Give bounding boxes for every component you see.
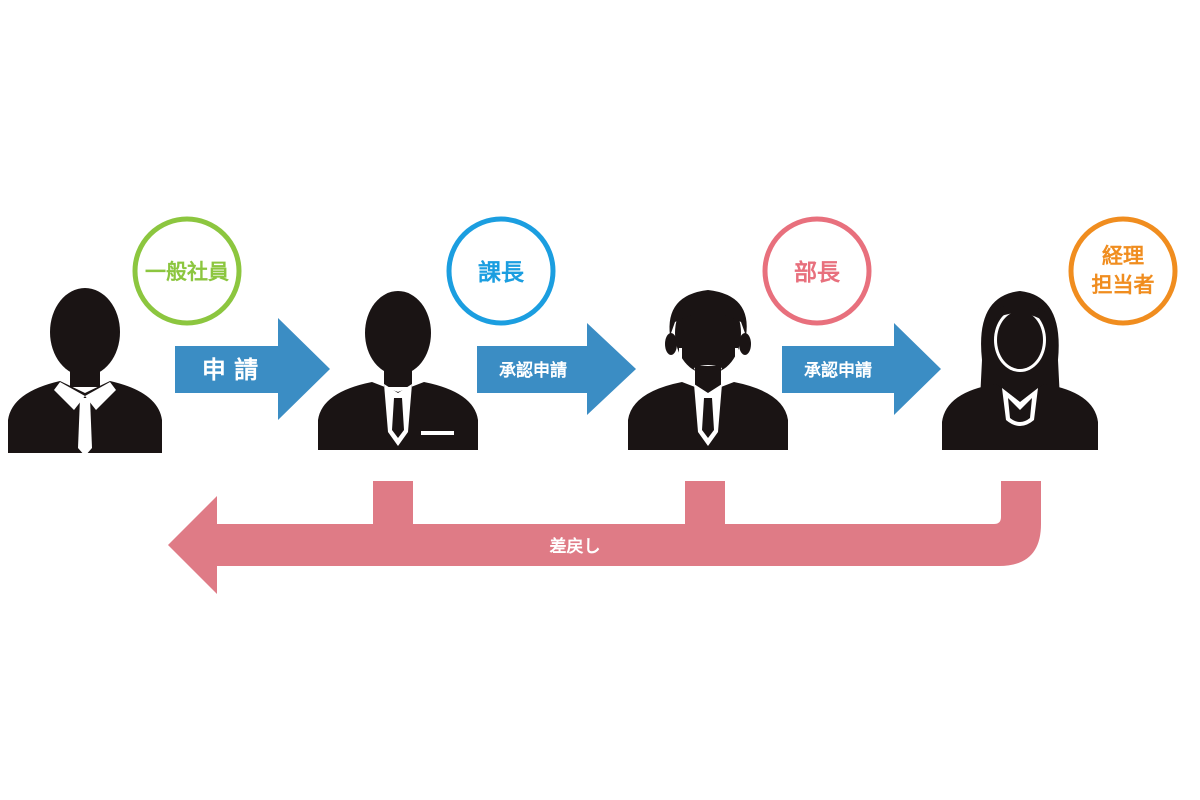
approval-request-label-1: 承認申請	[499, 360, 567, 381]
section-chief-label: 課長	[478, 259, 525, 286]
department-head-badge: 部長	[762, 216, 872, 326]
approval-request-label-2: 承認申請	[804, 360, 872, 381]
businessman-suit-icon	[318, 291, 478, 450]
approval-request-arrow-1: 承認申請	[477, 323, 636, 415]
businesswoman-icon	[942, 291, 1098, 450]
approval-request-arrow-2: 承認申請	[782, 323, 941, 415]
accounting-badge: 経理 担当者	[1068, 216, 1178, 326]
section-chief-badge: 課長	[446, 216, 556, 326]
employee-label: 一般社員	[145, 260, 229, 284]
department-head-label: 部長	[794, 259, 841, 286]
employee-badge: 一般社員	[132, 216, 242, 326]
return-arrow: 差戻し	[168, 481, 1041, 594]
accounting-label-line1: 経理	[1102, 244, 1144, 268]
businessman-mustache-icon	[628, 290, 788, 450]
apply-arrow-label: 申 請	[202, 356, 258, 384]
businessman-icon	[8, 288, 162, 456]
accounting-label-line2: 担当者	[1092, 273, 1155, 297]
apply-arrow: 申 請	[175, 318, 330, 420]
return-label: 差戻し	[550, 536, 601, 557]
